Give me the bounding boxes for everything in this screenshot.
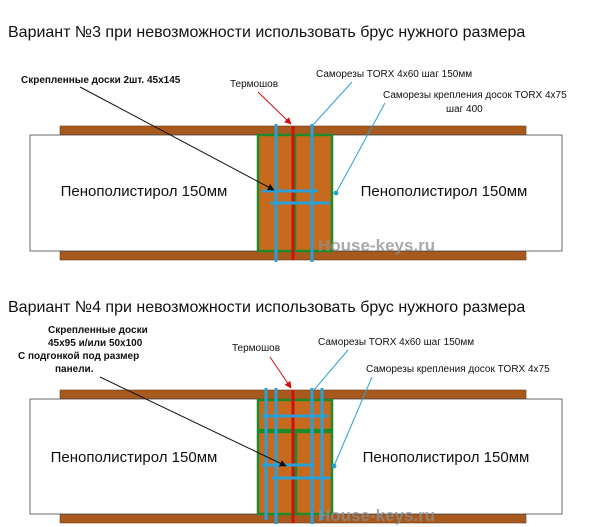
- variant4-boards-label-1: Скрепленные доски: [48, 325, 148, 336]
- variant3-screws-boards-label-2: шаг 400: [446, 104, 483, 115]
- variant3-boards-label: Скрепленные доски 2шт. 45х145: [21, 75, 181, 86]
- variant4-boards-label-3: С подгонкой под размер: [18, 351, 139, 362]
- variant4-seam-pointer: [269, 356, 292, 389]
- variant3-screws-main-label: Саморезы TORX 4х60 шаг 150мм: [316, 69, 472, 80]
- variant4-panel-left-label: Пенополистирол 150мм: [51, 449, 218, 466]
- variant4-boards-pointer: [99, 376, 287, 467]
- variant3-panel-right-label: Пенополистирол 150мм: [361, 183, 528, 200]
- variant4-seam-label: Термошов: [232, 343, 280, 354]
- variant4-screws-boards-label: Саморезы крепления досок TORX 4х75: [366, 364, 550, 375]
- variant3-section: Вариант №3 при невозможности использоват…: [8, 24, 567, 262]
- variant3-seam-pointer: [257, 91, 292, 125]
- variant3-insulation-right: [331, 134, 563, 252]
- variant4-screws-boards-pointer: [331, 376, 373, 469]
- variant4-insulation-left: [29, 398, 259, 515]
- variant3-boards-pointer: [79, 86, 275, 191]
- variant4-title: Вариант №4 при невозможности использоват…: [8, 299, 525, 316]
- variant3-title: Вариант №3 при невозможности использоват…: [8, 24, 525, 41]
- variant3-panel-left-label: Пенополистирол 150мм: [61, 183, 228, 200]
- variant3-insulation-left: [29, 134, 259, 252]
- variant4-boards-label-2: 45х95 и/или 50х100: [48, 338, 143, 349]
- variant3-screws-boards-label-1: Саморезы крепления досок TORX 4х75: [383, 90, 567, 101]
- variant4-watermark: House-keys.ru: [318, 506, 435, 525]
- variant4-screws-main-label: Саморезы TORX 4х60 шаг 150мм: [318, 337, 474, 348]
- variant3-screws-main-pointer: [311, 81, 353, 127]
- variant4-boards-label-4: панели.: [55, 364, 94, 375]
- variant4-screws-main-pointer: [313, 349, 349, 391]
- variant4-insulation-right: [331, 398, 563, 515]
- variant4-board-bottom-right: [294, 430, 334, 516]
- variant4-panel-right-label: Пенополистирол 150мм: [363, 449, 530, 466]
- variant4-section: Вариант №4 при невозможности использоват…: [8, 299, 563, 525]
- variant3-seam-label: Термошов: [230, 79, 278, 90]
- variant3-screws-boards-pointer: [333, 102, 386, 196]
- variant3-watermark: House-keys.ru: [318, 236, 435, 255]
